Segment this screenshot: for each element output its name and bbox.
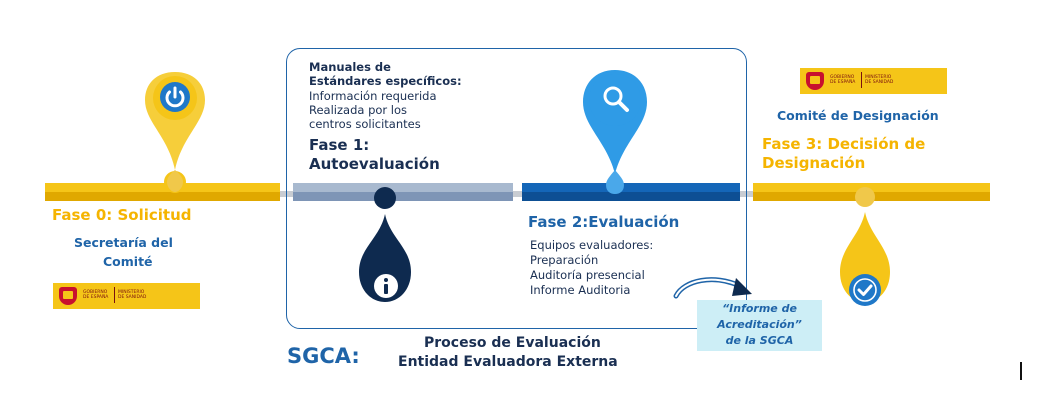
fase3-committee: Comité de Designación (777, 108, 939, 123)
timeline-segment-fase1-lower (293, 192, 513, 201)
logo-right-ministry2: DE SANIDAD (865, 80, 894, 85)
timeline-segment-fase0 (45, 183, 280, 192)
informe-box (697, 300, 822, 351)
info-icon (374, 274, 398, 298)
logo-right-line2: DE ESPAÑA (830, 80, 856, 85)
logo-left-line2: DE ESPAÑA (83, 295, 109, 300)
manuales-line3: Información requerida (309, 89, 437, 103)
coat-of-arms-icon (59, 287, 77, 305)
sgca-label: SGCA: (287, 344, 360, 368)
power-icon (160, 82, 190, 112)
search-icon (603, 86, 629, 112)
fase2-pin (583, 70, 647, 194)
sgca-line1: Proceso de Evaluación (424, 335, 601, 351)
gobierno-logo-left: GOBIERNO DE ESPAÑA MINISTERIO DE SANIDAD (53, 283, 200, 309)
logo-left-line1: GOBIERNO (83, 290, 108, 295)
fase1-pin (359, 187, 411, 302)
sgca-line2: Entidad Evaluadora Externa (398, 354, 618, 370)
coat-of-arms-icon (806, 72, 824, 90)
logo-left-ministry1: MINISTERIO (118, 290, 145, 295)
informe-line3: de la SGCA (725, 334, 794, 347)
timeline-segment-fase1 (293, 183, 513, 192)
fase0-title: Fase 0: Solicitud (52, 206, 192, 224)
timeline-segment-fase0-lower (45, 192, 280, 201)
fase0-body-line2: Comité (103, 254, 153, 269)
timeline-base-line (45, 191, 990, 197)
logo-left-ministry2: DE SANIDAD (118, 295, 147, 300)
fase3-title-line2: Designación (762, 154, 866, 172)
fase2-line3: Auditoría presencial (530, 268, 645, 282)
timeline-segment-fase3 (753, 183, 990, 192)
manuales-line5: centros solicitantes (309, 117, 421, 131)
fase1-title-line2: Autoevaluación (309, 155, 440, 173)
check-icon (849, 274, 881, 306)
informe-line2: Acreditación” (717, 318, 802, 331)
gobierno-logo-right: GOBIERNO DE ESPAÑA MINISTERIO DE SANIDAD (800, 68, 947, 94)
fase1-title-line1: Fase 1: (309, 136, 370, 154)
fase2-line2: Preparación (530, 253, 599, 267)
fase0-body-line1: Secretaría del (74, 235, 173, 250)
fase2-line1: Equipos evaluadores: (530, 238, 654, 252)
fase2-title: Fase 2:Evaluación (528, 213, 680, 231)
fase3-title-line1: Fase 3: Decisión de (762, 135, 926, 153)
timeline-segment-fase2-lower (522, 192, 740, 201)
fase2-line4: Informe Auditoria (530, 283, 631, 297)
arrow-to-informe (673, 277, 752, 299)
manuales-line4: Realizada por los (309, 103, 408, 117)
logo-right-ministry1: MINISTERIO (865, 75, 892, 80)
process-frame (286, 48, 747, 329)
manuales-line1: Manuales de (309, 60, 391, 74)
logo-right-line1: GOBIERNO (830, 75, 855, 80)
informe-line1: “Informe de (722, 302, 797, 315)
timeline-segment-fase2 (522, 183, 740, 192)
manuales-line2: Estándares específicos: (309, 74, 462, 88)
text-cursor (1020, 362, 1022, 380)
fase3-pin (840, 187, 890, 302)
